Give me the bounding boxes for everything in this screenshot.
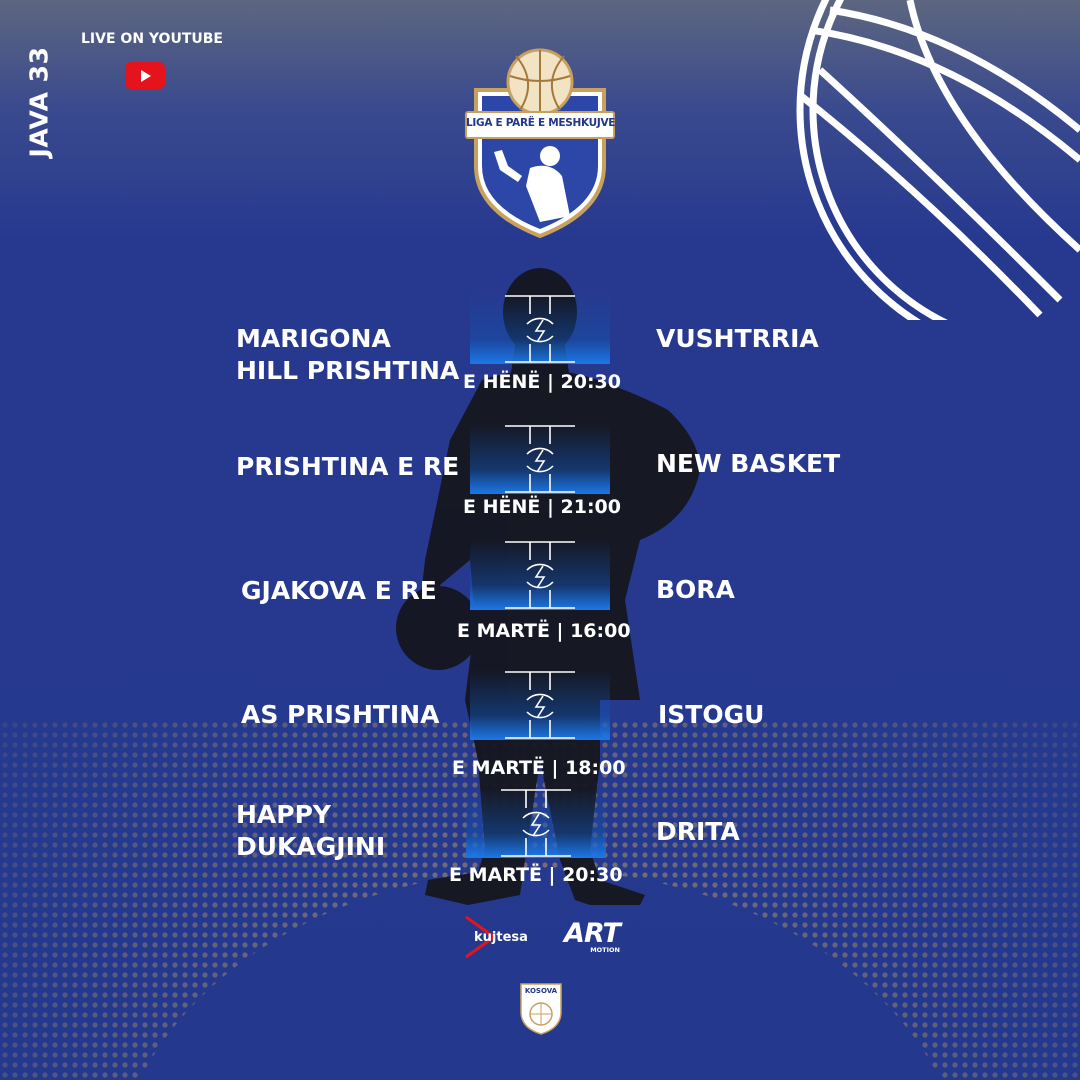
motion-text: MOTION: [590, 946, 620, 954]
match-4-home-team: AS PRISHTINA: [241, 700, 440, 729]
art-motion-logo: ART MOTION: [556, 920, 628, 960]
week-label-text: JAVA 33: [24, 46, 54, 158]
match-5-away-team: DRITA: [656, 817, 740, 846]
match-1-away-team: VUSHTRRIA: [656, 324, 819, 353]
league-crest-icon: [465, 48, 615, 238]
kujtesa-name: kujtesa: [474, 930, 528, 945]
kujtesa-logo: kujtesa: [462, 914, 532, 960]
match-4-away-team: ISTOGU: [658, 700, 765, 729]
kujtesa-play-icon: [465, 915, 497, 959]
live-on-youtube-label: LIVE ON YOUTUBE: [81, 31, 223, 47]
match-2-versus-graphic: [470, 424, 610, 494]
match-3-away-team: BORA: [656, 575, 735, 604]
federation-name: KOSOVA: [524, 987, 558, 995]
match-5-home-team: HAPPY DUKAGJINI: [236, 800, 386, 861]
match-4-versus-graphic: [470, 670, 610, 740]
match-5-time: E MARTË | 20:30: [449, 864, 623, 886]
match-3-time: E MARTË | 16:00: [457, 620, 631, 642]
match-2-home-team: PRISHTINA E RE: [236, 452, 460, 481]
match-1-time: E HËNË | 20:30: [462, 371, 621, 393]
league-name: LIGA E PARË E MESHKUJVE: [466, 117, 616, 129]
basketball-outline-art: [796, 0, 1080, 320]
match-1-home-team: MARIGONA HILL PRISHTINA: [236, 324, 460, 385]
match-4-time: E MARTË | 18:00: [452, 757, 626, 779]
youtube-icon[interactable]: [125, 62, 165, 89]
match-3-home-team: GJAKOVA E RE: [241, 576, 437, 605]
match-2-time: E HËNË | 21:00: [462, 496, 621, 518]
match-2-away-team: NEW BASKET: [656, 449, 841, 478]
match-1-versus-graphic: [470, 294, 610, 364]
week-label: JAVA 33: [22, 42, 56, 162]
match-3-versus-graphic: [470, 540, 610, 610]
match-5-versus-graphic: [466, 788, 606, 858]
federation-crest: KOSOVA: [519, 982, 563, 1036]
art-text: ART: [564, 918, 621, 949]
federation-shield-icon: [520, 983, 562, 1035]
